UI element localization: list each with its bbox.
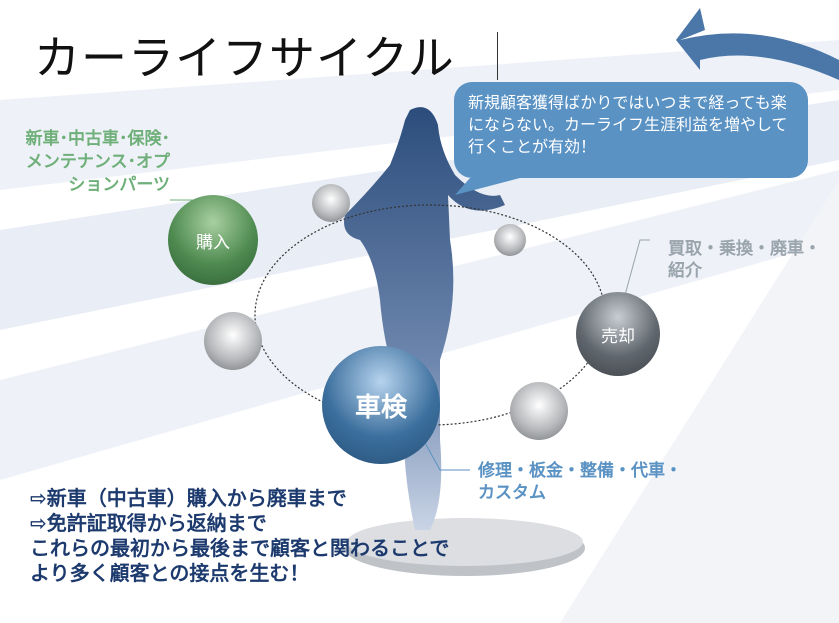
woman-silhouette: [344, 107, 505, 531]
text-cursor: [497, 32, 498, 80]
small-sphere: [204, 312, 262, 370]
arrow-logo-icon: [676, 8, 839, 80]
small-sphere: [494, 224, 526, 256]
inspection-node: 車検: [322, 346, 440, 464]
inspection-services-label: 修理・板金・整備・代車・カスタム: [478, 461, 682, 503]
small-sphere: [510, 382, 568, 440]
sell-services-label: 買取・乗換・廃車・紹介: [668, 239, 821, 281]
summary-line: これらの最初から最後まで顧客と関わることで: [30, 536, 450, 560]
summary-line: ⇨免許証取得から返納まで: [30, 511, 267, 535]
small-sphere: [312, 184, 350, 222]
sell-node: 売却: [576, 292, 660, 376]
speech-bubble: 新規顧客獲得ばかりではいつまで経っても楽にならない。カーライフ生涯利益を増やして…: [454, 82, 808, 178]
buy-node: 購入: [168, 195, 258, 285]
summary-line: ⇨新車（中古車）購入から廃車まで: [30, 486, 347, 510]
summary-text: ⇨新車（中古車）購入から廃車まで ⇨免許証取得から返納まで これらの最初から最後…: [30, 486, 449, 586]
summary-line: より多く顧客との接点を生む！: [30, 561, 310, 585]
slide-title: カーライフサイクル: [34, 31, 455, 85]
buy-services-label: 新車･中古車･保険･メンテナンス･オプションパーツ: [25, 129, 171, 195]
